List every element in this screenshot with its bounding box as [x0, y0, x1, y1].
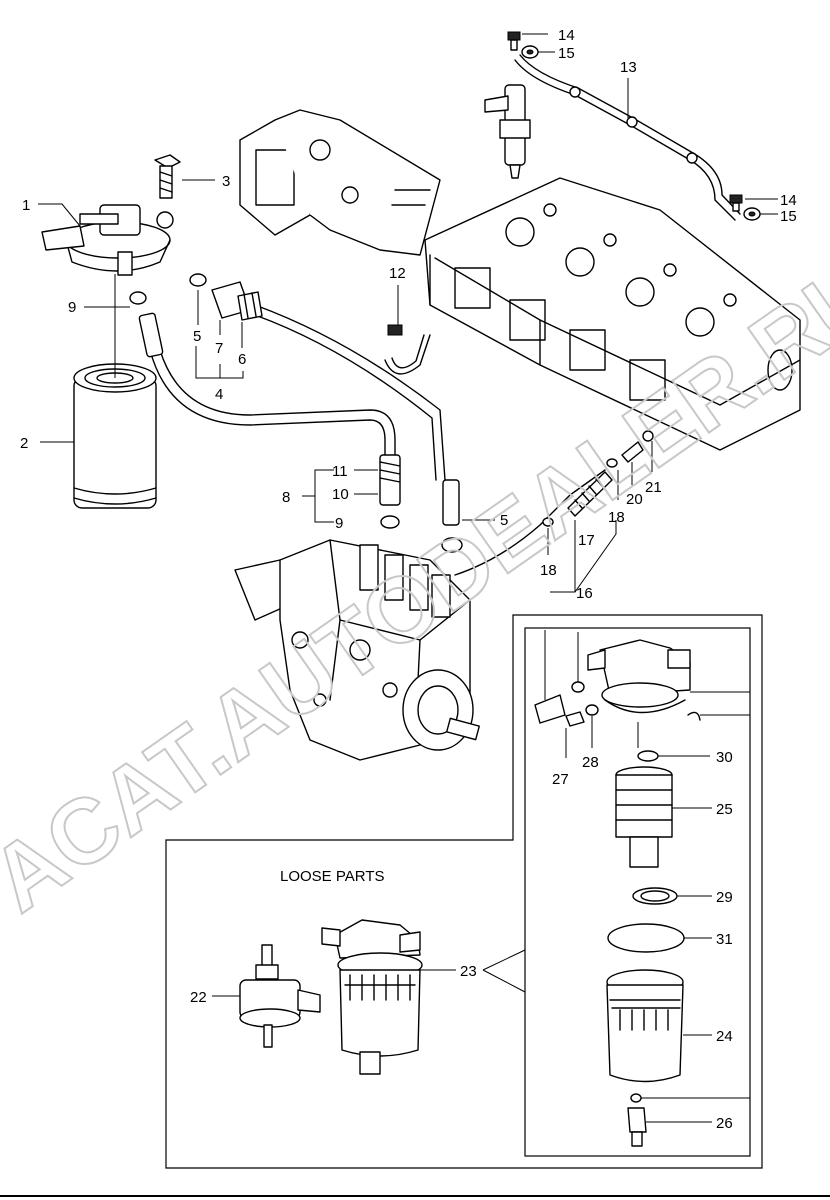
fuel-injector [484, 84, 531, 179]
callout-22: 22 [190, 989, 207, 1006]
fuel-filter-cartridge [73, 363, 157, 509]
clip-9-lower [380, 515, 400, 529]
callout-26: 26 [716, 1115, 733, 1132]
callout-15-right: 15 [780, 208, 797, 225]
callout-2: 2 [20, 435, 28, 452]
callout-14-right: 14 [780, 192, 797, 209]
callout-27: 27 [552, 771, 569, 788]
part-air-vent-plug [534, 681, 585, 724]
callout-8: 8 [282, 489, 290, 506]
callout-13: 13 [620, 59, 637, 76]
washer-15-right [743, 207, 761, 221]
part-26-drain-plug [627, 1093, 647, 1147]
return-hose-16 [454, 458, 618, 576]
loose-parts-label: LOOSE PARTS [280, 868, 384, 885]
part-30-o-ring [637, 750, 659, 762]
bolt-3 [154, 154, 181, 199]
clip-5-lower [441, 537, 463, 553]
part-27-bolt [565, 711, 585, 727]
hose-clamp-12 [384, 324, 431, 375]
callout-14-top: 14 [558, 27, 575, 44]
banjo-bolt-14-top [507, 31, 521, 51]
banjo-bolt-14-right [729, 194, 743, 212]
return-fitting-20 [621, 441, 644, 463]
callout-21: 21 [645, 479, 662, 496]
callout-labels: 1 2 3 9 5 7 6 4 12 13 14 15 14 15 11 10 … [20, 27, 797, 1132]
callout-31: 31 [716, 931, 733, 948]
callout-4: 4 [215, 386, 223, 403]
callout-16: 16 [576, 585, 593, 602]
clip-5-upper [189, 273, 207, 287]
callout-5-lower: 5 [500, 512, 508, 529]
callout-23: 23 [460, 963, 477, 980]
callout-18-left: 18 [540, 562, 557, 579]
callout-7: 7 [215, 340, 223, 357]
fuel-hose [138, 304, 446, 481]
mounting-bracket [239, 109, 441, 256]
part-22-pressure-regulator [239, 944, 321, 1048]
callout-24: 24 [716, 1028, 733, 1045]
part-28-washer [585, 704, 599, 716]
watermark: ACAT.AUTODEALER.RU [0, 240, 830, 931]
callout-15-top: 15 [558, 45, 575, 62]
part-31-o-ring [607, 923, 685, 953]
callout-30: 30 [716, 749, 733, 766]
callout-28: 28 [582, 754, 599, 771]
part-clip-right [687, 711, 701, 721]
part-23-filter-assembly [321, 919, 423, 1075]
part-25-element [615, 766, 673, 868]
fuel-filter-head [41, 204, 174, 276]
part-filter-head [587, 639, 691, 714]
damper-6 [237, 291, 263, 321]
callout-18-right: 18 [608, 509, 625, 526]
callout-11: 11 [332, 463, 348, 480]
callout-20: 20 [626, 491, 643, 508]
callout-25: 25 [716, 801, 733, 818]
leak-off-pipe [514, 54, 741, 221]
callout-6: 6 [238, 351, 246, 368]
callout-1: 1 [22, 197, 30, 214]
callout-9-upper: 9 [68, 299, 76, 316]
callout-12: 12 [389, 265, 406, 282]
callout-3: 3 [222, 173, 230, 190]
callout-29: 29 [716, 889, 733, 906]
part-29-seal [632, 887, 678, 905]
loose-parts-frame [165, 614, 763, 1169]
washer-15-top [521, 45, 539, 59]
washer-21 [642, 430, 654, 442]
leader-lines [38, 33, 778, 1123]
callout-5-upper: 5 [193, 328, 201, 345]
clip-9-upper [129, 291, 147, 305]
callout-9-lower: 9 [335, 515, 343, 532]
cylinder-head [424, 177, 801, 451]
hose-assembly-8 [379, 454, 460, 526]
filter-kit-inner-frame [524, 627, 751, 1157]
callout-10: 10 [332, 486, 349, 503]
part-24-bowl [606, 969, 684, 1083]
injection-pump [234, 539, 481, 761]
callout-17: 17 [578, 532, 595, 549]
